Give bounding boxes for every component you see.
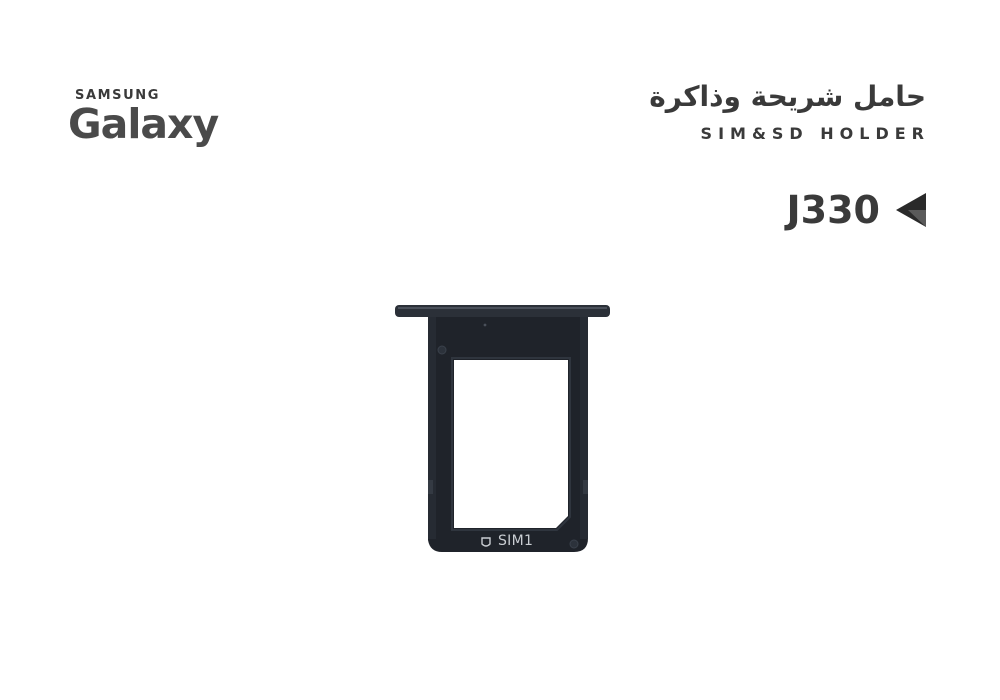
shield-icon [481,537,491,547]
brand-maker: SAMSUNG [75,88,161,103]
left-triangle-icon [896,193,926,227]
tray-label: SIM1 [498,533,534,549]
model-row: J330 [787,182,926,238]
model-number: J330 [786,188,880,232]
brand-line: Galaxy [68,100,219,148]
sim-tray-image [395,305,610,552]
product-title-english: SIM&SD HOLDER [700,124,930,143]
product-title-arabic: حامل شريحة وذاكرة [649,80,926,113]
